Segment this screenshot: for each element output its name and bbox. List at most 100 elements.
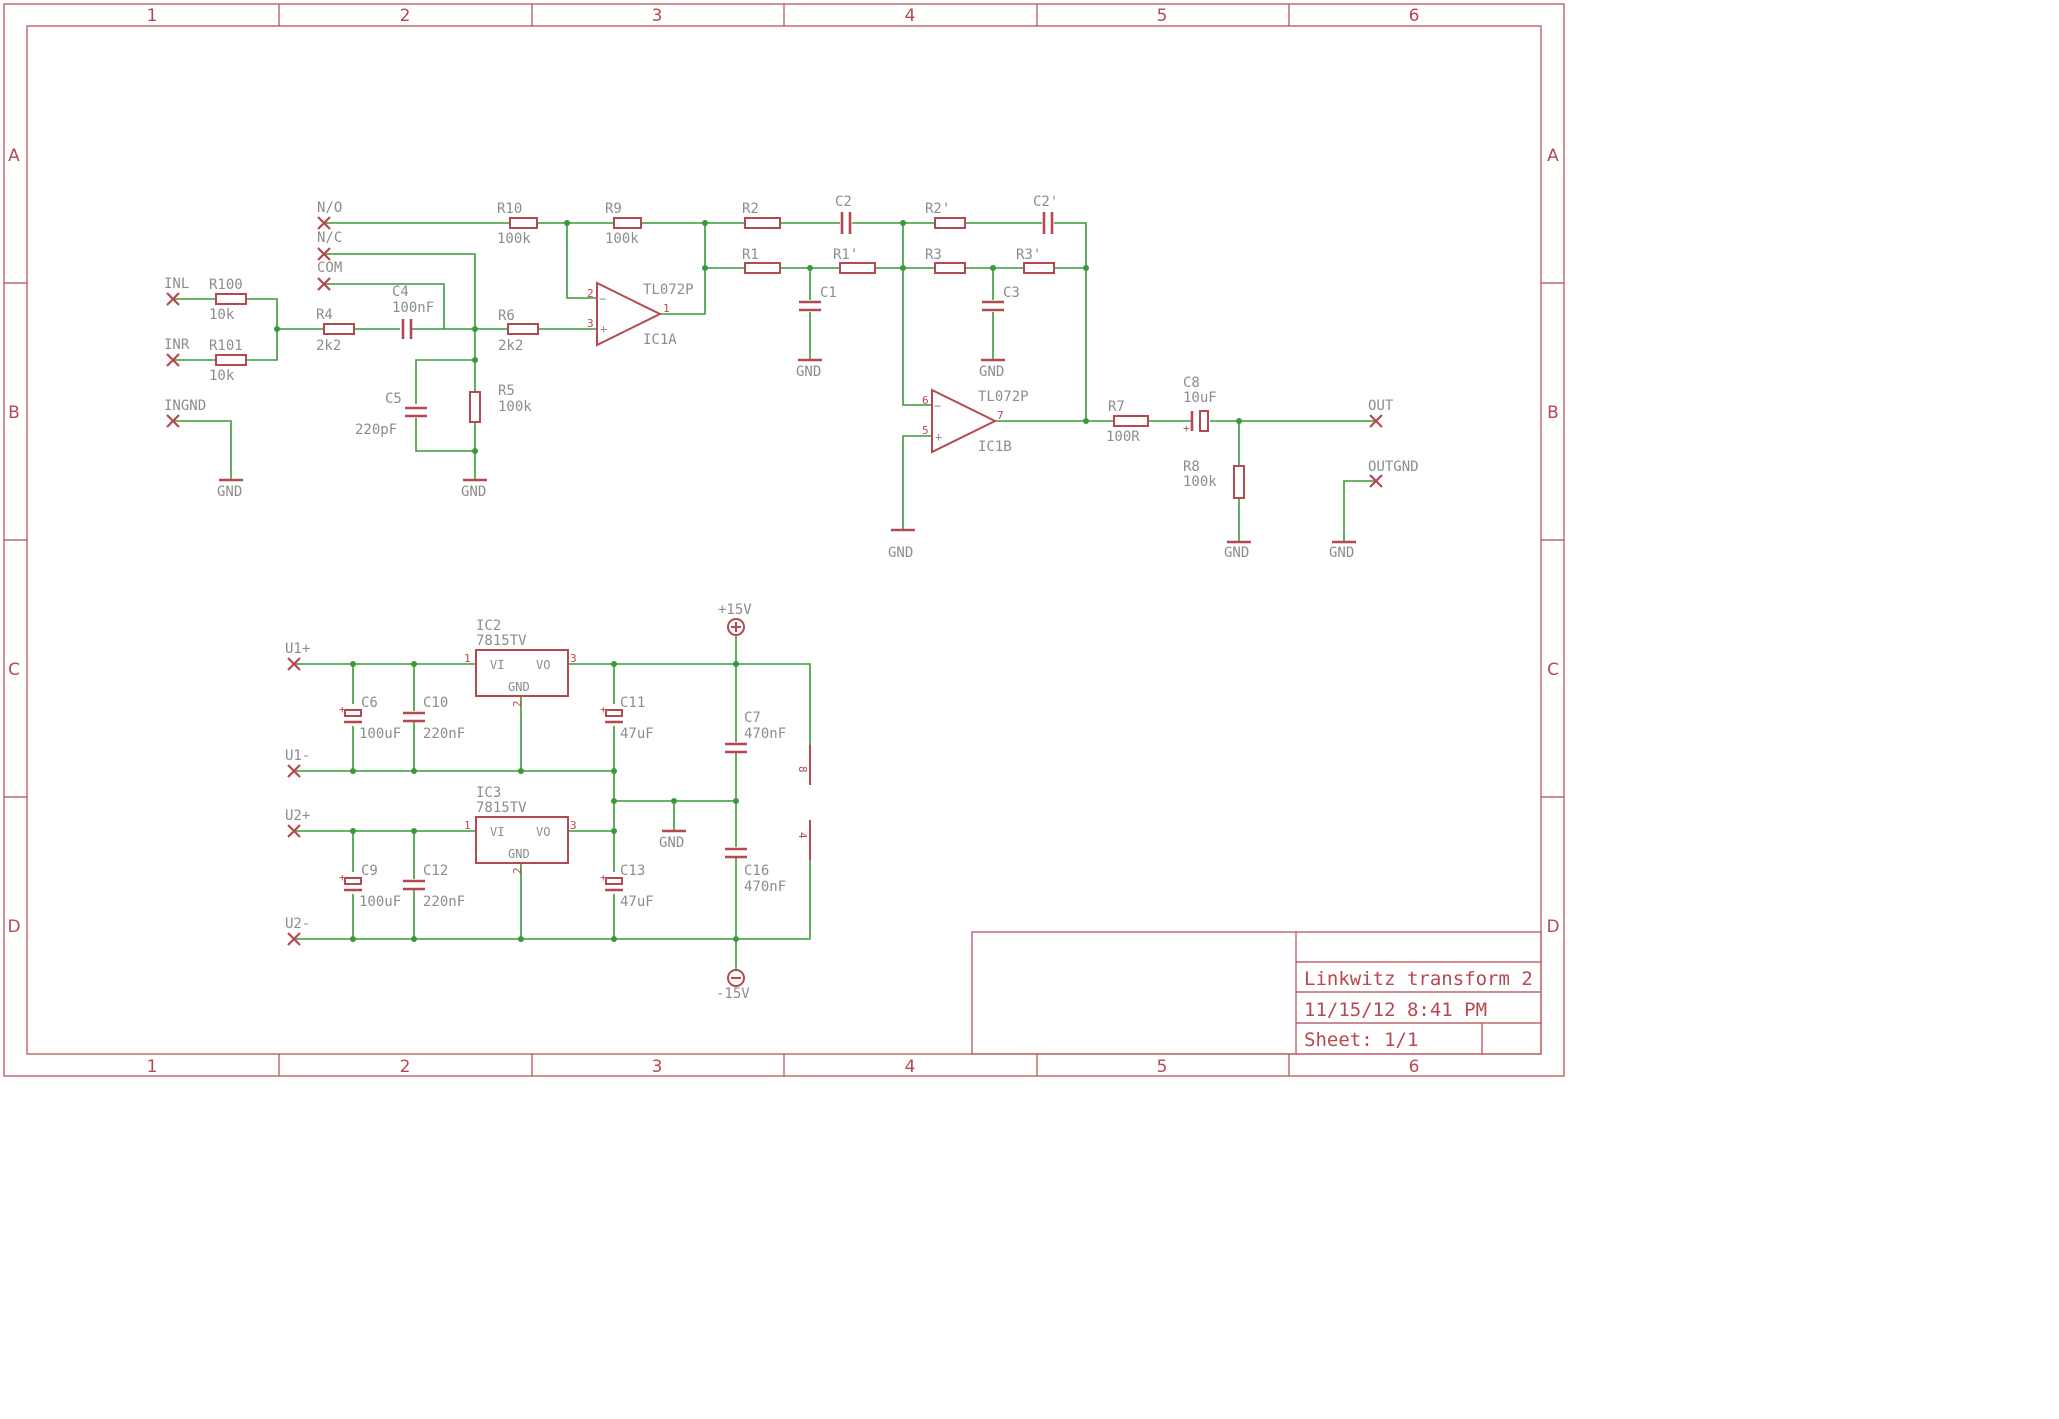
connector-nc-label: N/C bbox=[317, 230, 342, 246]
opamp-ic1b: − + bbox=[931, 388, 998, 454]
resistor-r6 bbox=[507, 323, 539, 335]
ic1a-pin-1: 1 bbox=[663, 302, 670, 315]
col-label-top-4: 4 bbox=[905, 6, 916, 26]
ic2-pin-3: 3 bbox=[570, 652, 577, 665]
gnd-label-ic1b: GND bbox=[888, 545, 913, 561]
ic3-vo-label: VO bbox=[536, 825, 550, 839]
r6-value: 2k2 bbox=[498, 338, 523, 354]
c3-name: C3 bbox=[1003, 285, 1020, 301]
ground-symbols bbox=[219, 358, 1356, 833]
c9-name: C9 bbox=[361, 863, 378, 879]
connector-inr-mark bbox=[166, 353, 180, 367]
c7-value: 470nF bbox=[744, 726, 786, 742]
c11-value: 47uF bbox=[620, 726, 654, 742]
opamp-ic1a: − + bbox=[596, 281, 663, 347]
vminus-label: -15V bbox=[716, 986, 750, 1002]
c12-name: C12 bbox=[423, 863, 448, 879]
ic2-pin-1: 1 bbox=[464, 652, 471, 665]
r3-name: R3 bbox=[925, 247, 942, 263]
title-block: Linkwitz transform 2 11/15/12 8:41 PM Sh… bbox=[971, 931, 1542, 1055]
connector-inl-mark bbox=[166, 292, 180, 306]
ic1a-name: IC1A bbox=[643, 332, 677, 348]
ic1b-value: TL072P bbox=[978, 389, 1029, 405]
resistor-r1 bbox=[744, 262, 781, 274]
row-label-left-d: D bbox=[7, 917, 20, 937]
c13-name: C13 bbox=[620, 863, 645, 879]
c16-name: C16 bbox=[744, 863, 769, 879]
col-label-bottom-4: 4 bbox=[905, 1057, 916, 1077]
gnd-label-power: GND bbox=[659, 835, 684, 851]
c6-name: C6 bbox=[361, 695, 378, 711]
capacitor-c8 bbox=[1190, 410, 1209, 432]
ic3-name: IC3 bbox=[476, 785, 501, 801]
c1-name: C1 bbox=[820, 285, 837, 301]
connector-no-label: N/O bbox=[317, 200, 342, 216]
vplus-label: +15V bbox=[718, 602, 752, 618]
c2-name: C2 bbox=[835, 194, 852, 210]
gnd-label-c3: GND bbox=[979, 364, 1004, 380]
connector-out-label: OUT bbox=[1368, 398, 1394, 414]
resistor-r10 bbox=[509, 217, 538, 229]
connector-no-mark bbox=[317, 216, 331, 230]
r4-value: 2k2 bbox=[316, 338, 341, 354]
capacitor-c10 bbox=[403, 711, 425, 723]
connector-outgnd-mark bbox=[1369, 474, 1383, 488]
r8-value: 100k bbox=[1183, 474, 1217, 490]
connector-u2m-label: U2- bbox=[285, 916, 310, 932]
capacitor-c11 bbox=[605, 709, 623, 724]
ic1a-minus-sign: − bbox=[599, 292, 606, 306]
connector-com-mark bbox=[317, 277, 331, 291]
col-label-top-3: 3 bbox=[652, 6, 663, 26]
col-label-top-1: 1 bbox=[147, 6, 158, 26]
resistor-r2 bbox=[744, 217, 781, 229]
r3p-name: R3' bbox=[1016, 247, 1041, 263]
ic1-pin-4: 4 bbox=[796, 832, 809, 839]
ic2-vo-label: VO bbox=[536, 658, 550, 672]
r101-name: R101 bbox=[209, 338, 243, 354]
resistor-r3 bbox=[934, 262, 966, 274]
capacitor-c13 bbox=[605, 877, 623, 892]
ic1a-pin-2: 2 bbox=[587, 287, 594, 300]
c9-plus-sign: + bbox=[339, 871, 346, 884]
ic3-value: 7815TV bbox=[476, 800, 527, 816]
connector-com-label: COM bbox=[317, 260, 342, 276]
ic3-pin-2: 2 bbox=[511, 867, 524, 874]
r8-name: R8 bbox=[1183, 459, 1200, 475]
regulator-ic2 bbox=[475, 649, 569, 697]
ic1b-pin-7: 7 bbox=[997, 409, 1004, 422]
row-label-right-c: C bbox=[1547, 660, 1559, 680]
ic1b-pin-5: 5 bbox=[922, 424, 929, 437]
ic1b-pin-6: 6 bbox=[922, 394, 929, 407]
r2p-name: R2' bbox=[925, 201, 950, 217]
title-block-title: Linkwitz transform 2 bbox=[1304, 968, 1533, 990]
c8-plus-sign: + bbox=[1183, 422, 1190, 435]
resistor-r8 bbox=[1233, 465, 1245, 499]
capacitor-c6 bbox=[344, 709, 362, 724]
c11-name: C11 bbox=[620, 695, 645, 711]
capacitor-c1 bbox=[799, 300, 821, 312]
c8-name: C8 bbox=[1183, 375, 1200, 391]
connector-marks bbox=[166, 216, 1383, 946]
col-label-bottom-1: 1 bbox=[147, 1057, 158, 1077]
connector-out-mark bbox=[1369, 414, 1383, 428]
schematic-sheet: 1 2 3 4 5 6 1 2 3 4 5 6 A B C D A B C D … bbox=[3, 3, 1565, 1077]
row-label-right-a: A bbox=[1547, 146, 1559, 166]
resistor-r9 bbox=[613, 217, 642, 229]
r4-name: R4 bbox=[316, 307, 333, 323]
r101-value: 10k bbox=[209, 368, 235, 384]
connector-u2p-label: U2+ bbox=[285, 808, 310, 824]
ic2-pin-2: 2 bbox=[511, 700, 524, 707]
c10-name: C10 bbox=[423, 695, 448, 711]
connector-ingnd-label: INGND bbox=[164, 398, 206, 414]
r5-name: R5 bbox=[498, 383, 515, 399]
frame-inner bbox=[26, 25, 1542, 1055]
ic2-value: 7815TV bbox=[476, 633, 527, 649]
r2-name: R2 bbox=[742, 201, 759, 217]
drawing-frame: 1 2 3 4 5 6 1 2 3 4 5 6 A B C D A B C D bbox=[3, 3, 1565, 1077]
gnd-label-r8: GND bbox=[1224, 545, 1249, 561]
gnd-label-outgnd: GND bbox=[1329, 545, 1354, 561]
c9-value: 100uF bbox=[359, 894, 401, 910]
capacitor-c12 bbox=[403, 879, 425, 891]
title-block-date: 11/15/12 8:41 PM bbox=[1304, 999, 1487, 1021]
capacitors: + + + + + bbox=[339, 212, 1209, 892]
